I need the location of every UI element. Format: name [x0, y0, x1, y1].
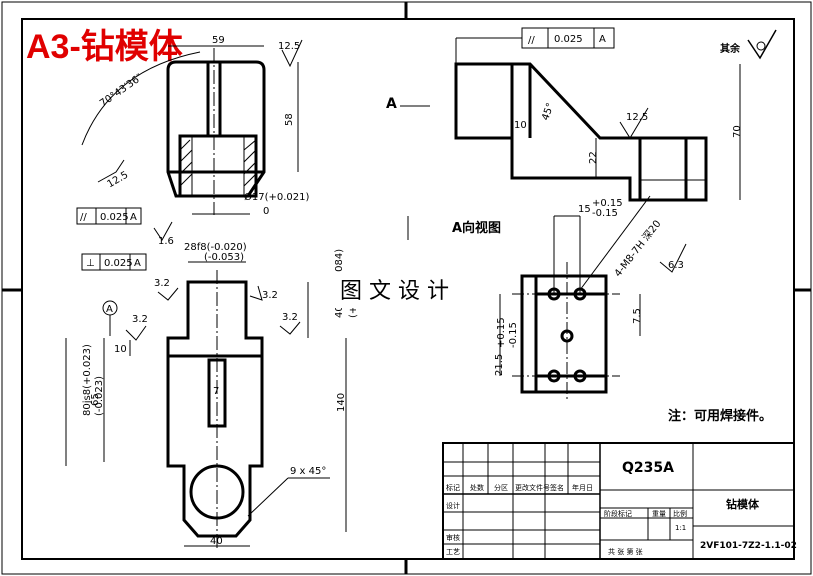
svg-text:3.2: 3.2	[262, 290, 278, 301]
svg-text:分区: 分区	[494, 483, 508, 492]
svg-text:-0.15: -0.15	[592, 208, 618, 219]
svg-text:工艺: 工艺	[446, 548, 460, 556]
svg-text:1.6: 1.6	[158, 236, 174, 247]
svg-text:-0.15: -0.15	[508, 322, 519, 348]
svg-text:80js8(+0.023): 80js8(+0.023)	[82, 344, 93, 416]
svg-text:A: A	[599, 34, 606, 45]
svg-text://: //	[528, 35, 535, 46]
view-label-a: A	[386, 96, 397, 112]
svg-text:9 x 45°: 9 x 45°	[290, 466, 326, 477]
svg-text:Ø17(+0.021): Ø17(+0.021)	[244, 191, 310, 203]
svg-text:3.2: 3.2	[132, 314, 148, 325]
svg-text:59: 59	[212, 35, 225, 46]
svg-text:70: 70	[732, 125, 743, 138]
svg-text:更改文件号: 更改文件号	[515, 483, 550, 492]
material: Q235A	[622, 460, 674, 476]
svg-text:3.2: 3.2	[282, 312, 298, 323]
svg-text:7: 7	[213, 386, 219, 397]
svg-text:21.5: 21.5	[494, 354, 505, 376]
side-view: // 0.025 A 45° 10 22 70 12.5	[454, 27, 743, 202]
svg-text:1:1: 1:1	[675, 524, 686, 532]
svg-text:审核: 审核	[446, 533, 460, 542]
svg-text:A: A	[106, 304, 113, 315]
svg-text:0.025: 0.025	[100, 212, 129, 223]
svg-text:140: 140	[336, 393, 347, 412]
svg-text:4-M8-7H 深20: 4-M8-7H 深20	[612, 218, 664, 279]
feature-frame-perpendicular: ⊥ 0.025 A	[81, 253, 147, 271]
svg-text:12.5: 12.5	[626, 112, 648, 123]
svg-text:15: 15	[578, 204, 591, 215]
svg-text:签名: 签名	[550, 483, 564, 492]
drawing-number: 2VF101-7Z2-1.1-02	[700, 541, 797, 551]
svg-text:A: A	[130, 212, 137, 223]
svg-text:(-0.053): (-0.053)	[204, 252, 244, 263]
svg-text:70°43′36″: 70°43′36″	[98, 72, 145, 109]
svg-text:10: 10	[514, 120, 527, 131]
svg-text:A: A	[134, 258, 141, 269]
svg-text://: //	[80, 212, 87, 223]
svg-text:3.2: 3.2	[154, 278, 170, 289]
watermark-bg	[334, 272, 480, 308]
watermark: 图 文 设 计	[340, 279, 449, 304]
svg-text:重量: 重量	[652, 510, 666, 518]
svg-text:0.025: 0.025	[554, 34, 583, 45]
title-block: 标记 处数 分区 更改文件号 签名 年月日 设计 审核 工艺 Q235A 钻模体…	[442, 442, 797, 560]
svg-text:比例: 比例	[673, 509, 687, 518]
a-direction-view: A向视图 15 +0.15 -0.15 4-M8-7H 深20 7.5 21.5…	[452, 195, 687, 400]
svg-text:0: 0	[263, 206, 269, 217]
surface-rest-label: 其余	[720, 42, 741, 55]
svg-text:58: 58	[284, 113, 295, 126]
svg-text:10: 10	[114, 344, 127, 355]
svg-text:65: 65	[90, 393, 101, 406]
svg-text:阶段标记: 阶段标记	[604, 509, 632, 518]
note: 注：可用焊接件。	[668, 408, 772, 424]
svg-text:年月日: 年月日	[572, 483, 593, 492]
svg-text:28f8(-0.020): 28f8(-0.020)	[184, 242, 247, 253]
svg-text:+0.15: +0.15	[592, 198, 623, 209]
svg-text:0.025: 0.025	[104, 258, 133, 269]
feature-frame-parallel: // 0.025 A	[76, 207, 142, 225]
svg-text:45°: 45°	[540, 102, 556, 122]
svg-text:标记: 标记	[446, 483, 460, 492]
part-name: 钻模体	[726, 497, 760, 511]
surface-rest-symbol	[747, 29, 777, 60]
svg-text:12.5: 12.5	[278, 41, 300, 52]
svg-text:7.5: 7.5	[632, 308, 643, 324]
svg-text:⊥: ⊥	[86, 258, 95, 269]
svg-text:40: 40	[210, 536, 223, 547]
svg-text:+0.15: +0.15	[496, 317, 507, 348]
svg-text:12.5: 12.5	[106, 170, 131, 191]
svg-text:设计: 设计	[446, 501, 460, 510]
main-view: 28f8(-0.020) (-0.053) 40s8(+0.084) (+0.0…	[65, 221, 359, 548]
svg-text:22: 22	[588, 151, 599, 164]
svg-text:共 张 第 张: 共 张 第 张	[608, 547, 643, 556]
svg-text:(-0.023): (-0.023)	[94, 376, 105, 416]
drawing-title: A3-钻模体	[26, 28, 183, 66]
svg-text:处数: 处数	[470, 483, 484, 492]
a-view-title: A向视图	[452, 220, 501, 236]
svg-text:6.3: 6.3	[668, 260, 684, 271]
